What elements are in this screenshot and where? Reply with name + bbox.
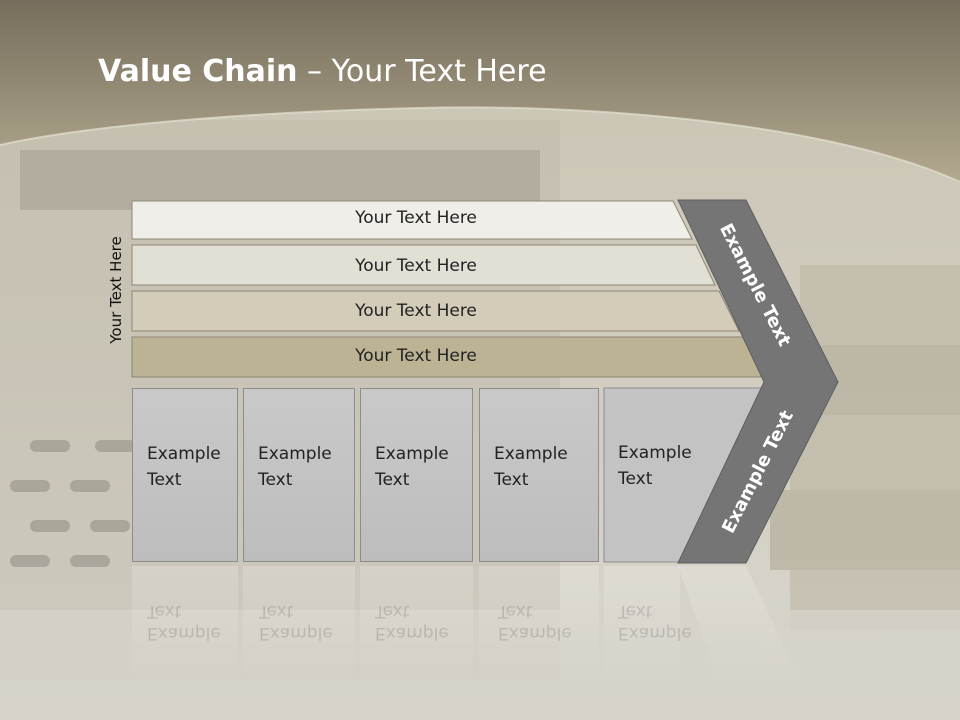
bar-2 — [131, 244, 716, 286]
side-label: Your Text Here — [107, 236, 125, 344]
box-2-reflection: Example Text — [259, 601, 333, 643]
box-4-reflection: Example Text — [498, 601, 572, 643]
chevron — [677, 199, 839, 564]
bar-2-label: Your Text Here — [355, 256, 477, 276]
bar-1-label: Your Text Here — [355, 208, 477, 228]
box-3-reflection: Example Text — [375, 601, 449, 643]
slide-title: Value Chain – Your Text Here — [98, 54, 547, 89]
bar-4-label: Your Text Here — [355, 346, 477, 366]
box-5-reflection: Example Text — [618, 601, 692, 643]
bar-1 — [131, 200, 693, 240]
title-rest: – Your Text Here — [297, 54, 547, 89]
bar-3-label: Your Text Here — [355, 301, 477, 321]
bar-3 — [131, 290, 740, 332]
box-1-reflection: Example Text — [147, 601, 221, 643]
title-bold: Value Chain — [98, 54, 298, 89]
header-band — [0, 0, 960, 183]
